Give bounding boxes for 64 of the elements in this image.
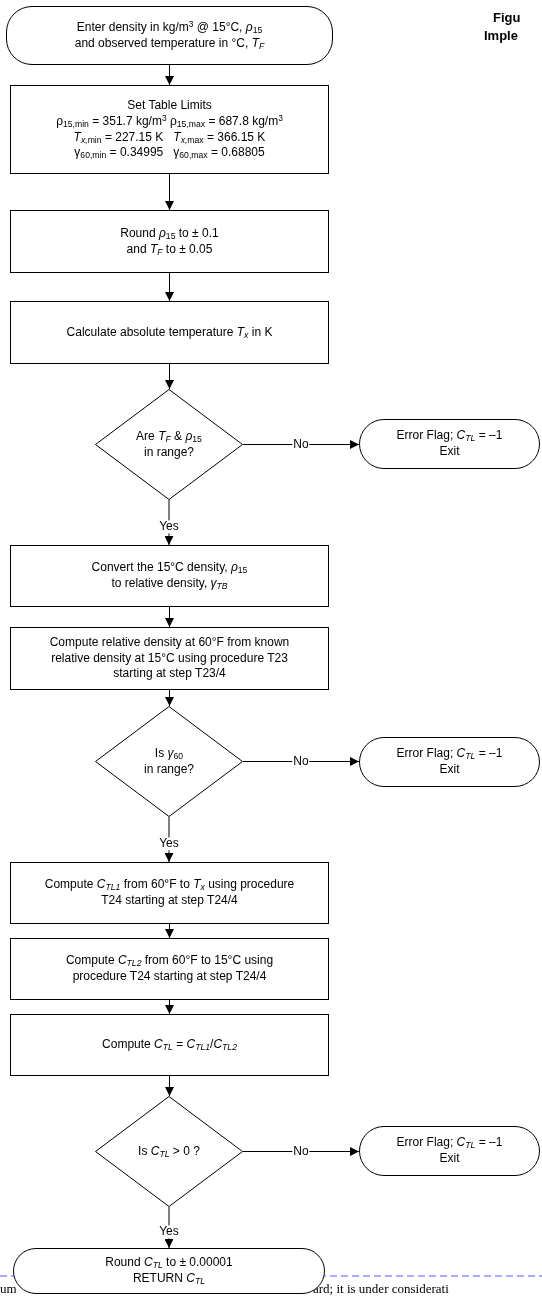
arrow bbox=[165, 363, 174, 390]
question-text: Are T$_{F}$ & ρ$_{15}$ bbox=[136, 428, 202, 445]
step-text: Enter density in kg/m$^{3}$ @ 15°C, ρ$_{15}$ bbox=[76, 19, 263, 36]
step-text: Error Flag; C$_{TL}$ = –1 bbox=[396, 746, 503, 762]
arrow bbox=[165, 1075, 174, 1097]
arrow bbox=[165, 64, 174, 86]
step-text: T$_{x,}$$_{min}$ = 227.15 K T$_{x,}$$_{max}$ = 366.15 K bbox=[73, 129, 266, 146]
process-box bbox=[10, 862, 329, 924]
step-text: to relative density, γ$_{TB}$ bbox=[111, 576, 228, 592]
terminal-box bbox=[359, 737, 540, 787]
step-text: Set Table Limits bbox=[127, 98, 212, 114]
arrow bbox=[242, 1147, 360, 1156]
step-text: and T$_{F}$ to ± 0.05 bbox=[126, 241, 213, 258]
step-text: Compute relative density at 60°F from known relative density at 15°C using procedure T23 starting at step T23/4 bbox=[48, 635, 291, 682]
step-text: ρ$_{15,min}$ = 351.7 kg/m$^{3}$ ρ$_{15,max}$ = 687.8 kg/m$^{3}$ bbox=[56, 113, 283, 130]
process-box bbox=[10, 938, 329, 1000]
process-box bbox=[10, 210, 329, 273]
process-box bbox=[10, 545, 329, 607]
edge-label: Yes bbox=[158, 519, 180, 534]
arrow bbox=[164, 1206, 174, 1249]
arrow bbox=[242, 757, 360, 766]
step-text: and observed temperature in °C, T$_{F}$ bbox=[74, 35, 265, 52]
title-fragment: Imple bbox=[484, 28, 518, 43]
step-text: Error Flag; C$_{TL}$ = –1 bbox=[396, 1135, 503, 1151]
process-box bbox=[10, 301, 329, 364]
process-box bbox=[10, 627, 329, 690]
title-fragment: Figu bbox=[493, 10, 521, 25]
arrow bbox=[165, 999, 174, 1015]
edge-label: Yes bbox=[158, 1224, 180, 1239]
arrow bbox=[165, 689, 174, 707]
body-text-fragment: um bbox=[0, 1281, 17, 1297]
step-text: Error Flag; C$_{TL}$ = –1 bbox=[396, 428, 503, 444]
step-text: Round ρ$_{15}$ to ± 0.1 bbox=[120, 225, 219, 242]
question-text: in range? bbox=[143, 444, 194, 461]
arrow bbox=[164, 499, 174, 546]
arrow bbox=[242, 440, 360, 449]
step-text: Compute C$_{TL}$ = C$_{TL1}$/C$_{TL2}$ bbox=[102, 1037, 237, 1053]
arrow bbox=[165, 923, 174, 939]
decision-diamond bbox=[95, 706, 243, 817]
step-text: Round C$_{TL}$ to ± 0.00001 bbox=[105, 1255, 233, 1271]
step-text: Convert the 15°C density, ρ$_{15}$ bbox=[91, 560, 248, 576]
step-text: Calculate absolute temperature T$_{x}$ in K bbox=[66, 324, 273, 341]
terminal-box bbox=[359, 419, 540, 469]
process-box bbox=[10, 1014, 329, 1076]
arrow bbox=[164, 816, 174, 863]
question-text: in range? bbox=[143, 761, 194, 778]
terminal-box bbox=[6, 6, 333, 65]
edge-label: Yes bbox=[158, 836, 180, 851]
process-box bbox=[10, 85, 329, 174]
arrow bbox=[165, 173, 174, 211]
step-text: Exit bbox=[439, 444, 460, 460]
step-text: Compute C$_{TL1}$ from 60°F to T$_{x}$ using procedure T24 starting at step T24/4 bbox=[43, 877, 296, 909]
step-text: RETURN C$_{TL}$ bbox=[132, 1271, 206, 1287]
question-text: Is C$_{TL}$ > 0 ? bbox=[138, 1143, 200, 1160]
question-text: Is γ$_{60}$ bbox=[154, 745, 184, 762]
arrow bbox=[165, 606, 174, 628]
arrow bbox=[165, 272, 174, 302]
terminal-box bbox=[359, 1126, 540, 1176]
step-text: Compute C$_{TL2}$ from 60°F to 15°C using procedure T24 starting at step T24/4 bbox=[64, 953, 275, 985]
decision-diamond bbox=[95, 389, 243, 500]
step-text: Exit bbox=[439, 762, 460, 778]
step-text: Exit bbox=[439, 1151, 460, 1167]
decision-diamond bbox=[95, 1096, 243, 1207]
step-text: γ$_{60,min}$ = 0.34995 γ$_{60,max}$ = 0.68805 bbox=[74, 145, 265, 161]
